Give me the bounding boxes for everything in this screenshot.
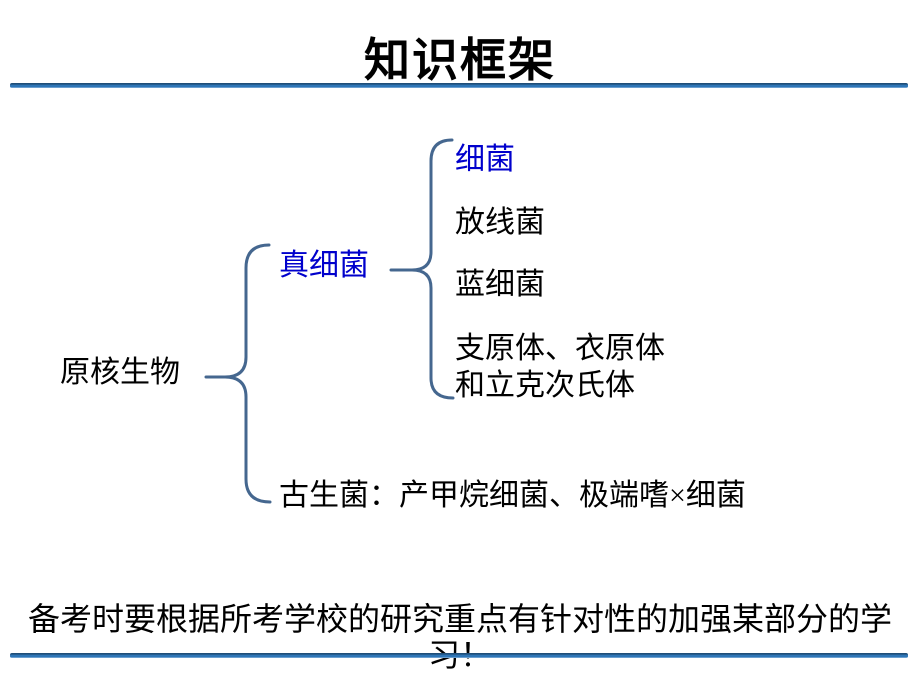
footer-note: 备考时要根据所考学校的研究重点有针对性的加强某部分的学习！ bbox=[27, 601, 892, 673]
node-cyanobacteria: 蓝细菌 bbox=[455, 268, 545, 301]
node-archaea: 古生菌：产甲烷细菌、极端嗜×细菌 bbox=[279, 479, 746, 512]
bottom-rule bbox=[10, 653, 908, 658]
big-brace bbox=[224, 243, 272, 504]
title-underline bbox=[10, 83, 908, 88]
node-mycoplasma-chlamydia-rickettsia: 支原体、衣原体 和立克次氏体 bbox=[455, 332, 665, 402]
node-actinomycetes: 放线菌 bbox=[455, 206, 545, 239]
node-bacteria: 细菌 bbox=[455, 143, 515, 176]
page-title: 知识框架 bbox=[364, 35, 556, 86]
node-prokaryotes: 原核生物 bbox=[60, 356, 180, 389]
small-brace bbox=[411, 138, 455, 400]
node-eubacteria: 真细菌 bbox=[279, 249, 369, 282]
